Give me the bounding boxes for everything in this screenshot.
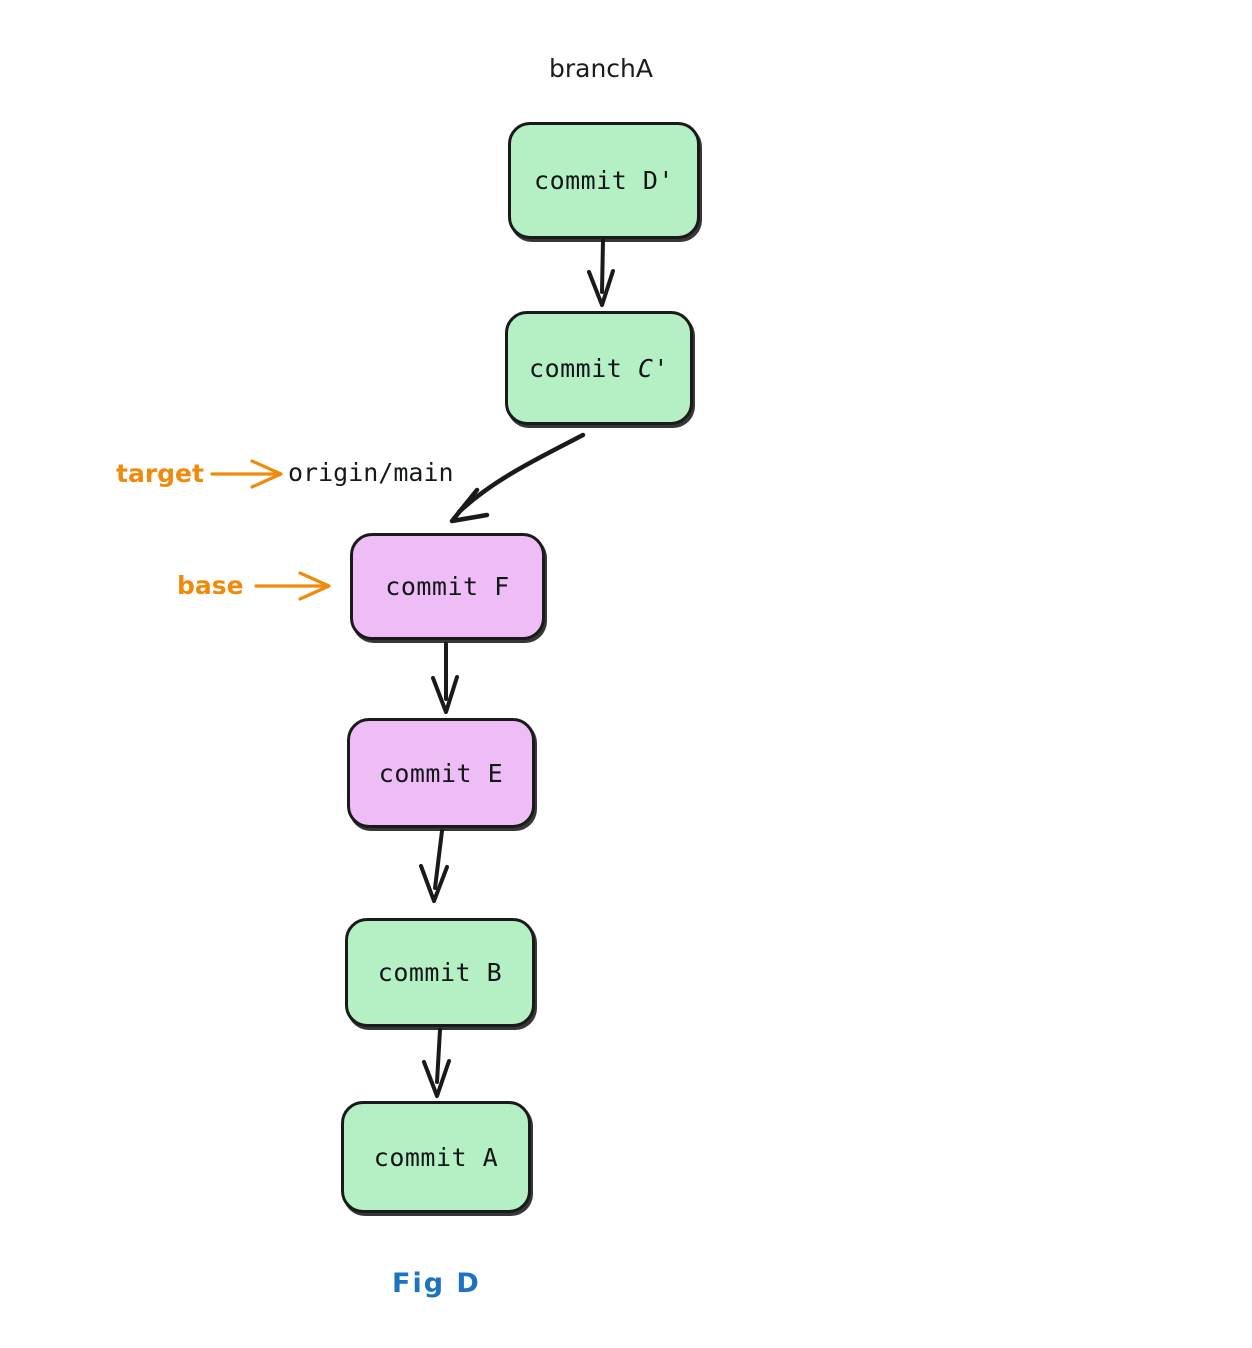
annotation-label-target: target	[116, 459, 204, 488]
ref-label-origin-main: origin/main	[288, 458, 454, 487]
edge-C-to-F	[449, 432, 586, 524]
annotation-arrow-target	[210, 459, 283, 489]
commit-node-A[interactable]: commit A	[341, 1101, 531, 1213]
annotation-arrow-base	[254, 571, 331, 601]
annotation-label-base: base	[177, 571, 244, 600]
edge-E-to-B	[419, 829, 449, 903]
figure-caption: Fig D	[392, 1268, 481, 1299]
commit-node-E[interactable]: commit E	[347, 718, 535, 828]
edge-B-to-A	[422, 1028, 451, 1098]
edge-D-to-C	[587, 238, 615, 307]
commit-node-E-label: commit E	[378, 758, 504, 788]
commit-node-B[interactable]: commit B	[345, 918, 535, 1027]
commit-node-C-label: commit C'	[529, 353, 669, 383]
commit-node-A-label: commit A	[373, 1142, 499, 1172]
commit-node-F[interactable]: commit F	[350, 533, 545, 640]
commit-node-F-label: commit F	[385, 572, 510, 601]
commit-node-C[interactable]: commit C'	[505, 311, 693, 425]
branch-title-label: branchA	[549, 54, 654, 83]
commit-node-D[interactable]: commit D'	[508, 122, 700, 239]
edge-F-to-E	[431, 642, 459, 714]
commit-node-D-label: commit D'	[534, 166, 674, 195]
commit-node-B-label: commit B	[377, 958, 503, 987]
